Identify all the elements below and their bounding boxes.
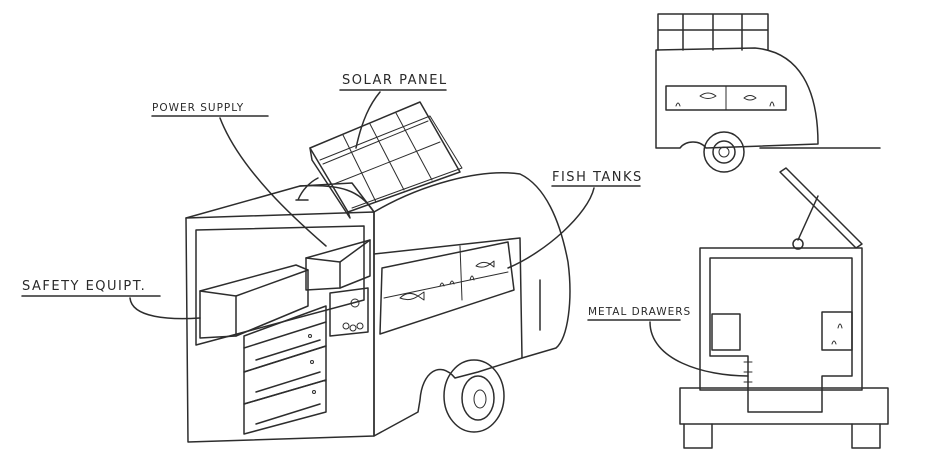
side-view-rack <box>657 13 769 51</box>
label-fish-tanks: FISH TANKS <box>552 170 643 185</box>
rear-view-right-wheel <box>851 423 881 449</box>
rear-drawers <box>243 305 327 435</box>
trailer-roof <box>185 182 375 219</box>
rear-view-solar-panel <box>779 167 863 249</box>
rear-small-tank <box>329 287 369 337</box>
rear-frame-outer <box>185 211 375 443</box>
side-view-trailer <box>655 13 881 173</box>
label-metal-drawers: METAL DRAWERS <box>588 306 691 318</box>
main-trailer <box>185 101 571 443</box>
rear-view-body <box>699 247 863 391</box>
solar-panel <box>295 101 463 219</box>
trailer-blue-shell <box>373 172 571 437</box>
rear-view-trailer <box>679 167 889 449</box>
rear-view-left-wheel <box>683 423 713 449</box>
side-view-blue-body <box>655 47 819 149</box>
main-wheel <box>443 359 505 433</box>
safety-equipment-box <box>199 264 309 339</box>
leader-lines <box>21 89 749 377</box>
rear-view-left-panel <box>711 313 741 351</box>
side-view-wheel <box>703 131 745 173</box>
label-solar-panel: SOLAR PANEL <box>342 73 448 88</box>
label-safety-equipment: SAFETY EQUIPT. <box>22 279 146 294</box>
rear-view-right-panel <box>821 311 853 351</box>
label-power-supply: POWER SUPPLY <box>152 102 244 114</box>
rear-frame-inner <box>195 225 365 346</box>
trailer-roof-edge <box>299 184 375 213</box>
rear-view-bumper <box>679 387 889 425</box>
fish-tank-window <box>379 241 515 335</box>
power-supply-box <box>305 239 371 291</box>
side-view-window <box>665 85 787 111</box>
